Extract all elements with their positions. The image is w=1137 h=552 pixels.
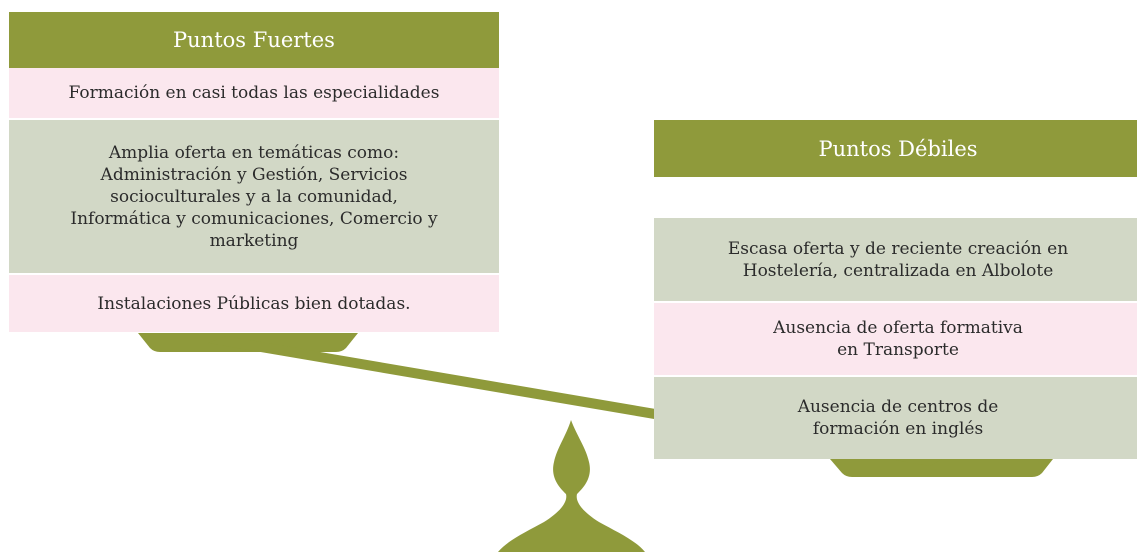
- strength-item: Instalaciones Públicas bien dotadas.: [9, 275, 499, 332]
- weakness-item: Ausencia de oferta formativa en Transpor…: [654, 303, 1137, 375]
- weaknesses-title: Puntos Débiles: [818, 136, 978, 161]
- weaknesses-header: Puntos Débiles: [654, 120, 1137, 177]
- strength-item-text: Instalaciones Públicas bien dotadas.: [97, 293, 411, 314]
- strength-item: Amplia oferta en temáticas como: Adminis…: [9, 120, 499, 273]
- weakness-item: Ausencia de centros de formación en ingl…: [654, 377, 1137, 459]
- strength-item-text: Amplia oferta en temáticas como: Adminis…: [70, 142, 438, 251]
- weakness-item-text: Ausencia de centros de formación en ingl…: [797, 397, 999, 439]
- weakness-item: Escasa oferta y de reciente creación en …: [654, 218, 1137, 301]
- right-scale-pan: [830, 459, 1053, 477]
- strength-item: Formación en casi todas las especialidad…: [9, 68, 499, 118]
- weakness-item-text: Escasa oferta y de reciente creación en …: [727, 238, 1069, 281]
- weakness-item-text: Ausencia de oferta formativa en Transpor…: [773, 318, 1023, 360]
- strength-item-text: Formación en casi todas las especialidad…: [68, 83, 440, 103]
- strengths-title: Puntos Fuertes: [173, 28, 335, 52]
- strengths-header: Puntos Fuertes: [9, 12, 499, 68]
- scale-stand: [498, 420, 645, 552]
